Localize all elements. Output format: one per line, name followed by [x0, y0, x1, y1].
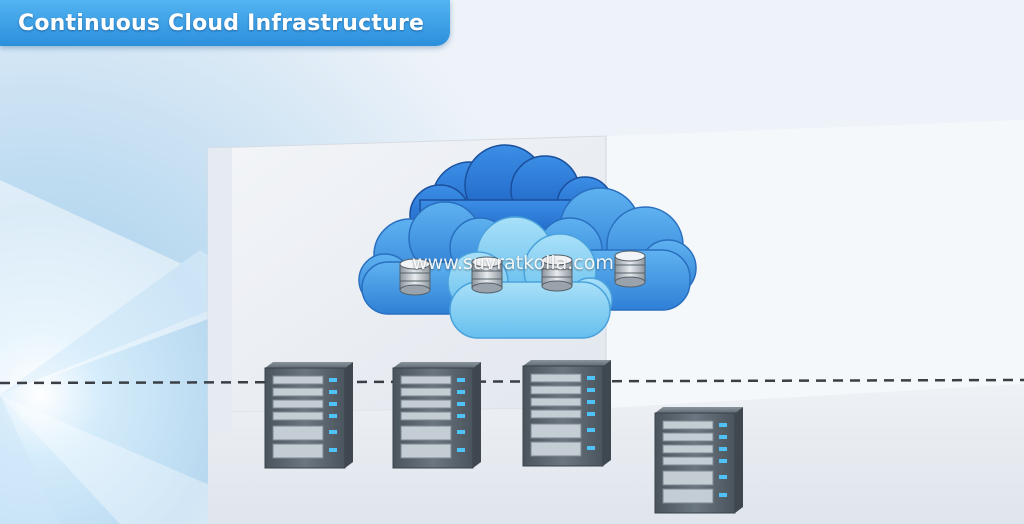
database-icon — [541, 254, 573, 292]
title-banner: Continuous Cloud Infrastructure — [0, 0, 450, 46]
server-tower-icon — [392, 362, 481, 469]
dashed-separator-line — [0, 378, 1024, 385]
page-title: Continuous Cloud Infrastructure — [18, 10, 425, 36]
server-tower-icon — [522, 360, 611, 467]
server-tower-icon — [654, 407, 743, 514]
database-icon — [614, 250, 646, 288]
cloud-icon — [358, 144, 697, 339]
server-tower-icon — [264, 362, 353, 469]
database-icon — [399, 258, 431, 296]
database-icon — [471, 256, 503, 294]
watermark-text: www.suvratkolla.com — [412, 252, 614, 274]
